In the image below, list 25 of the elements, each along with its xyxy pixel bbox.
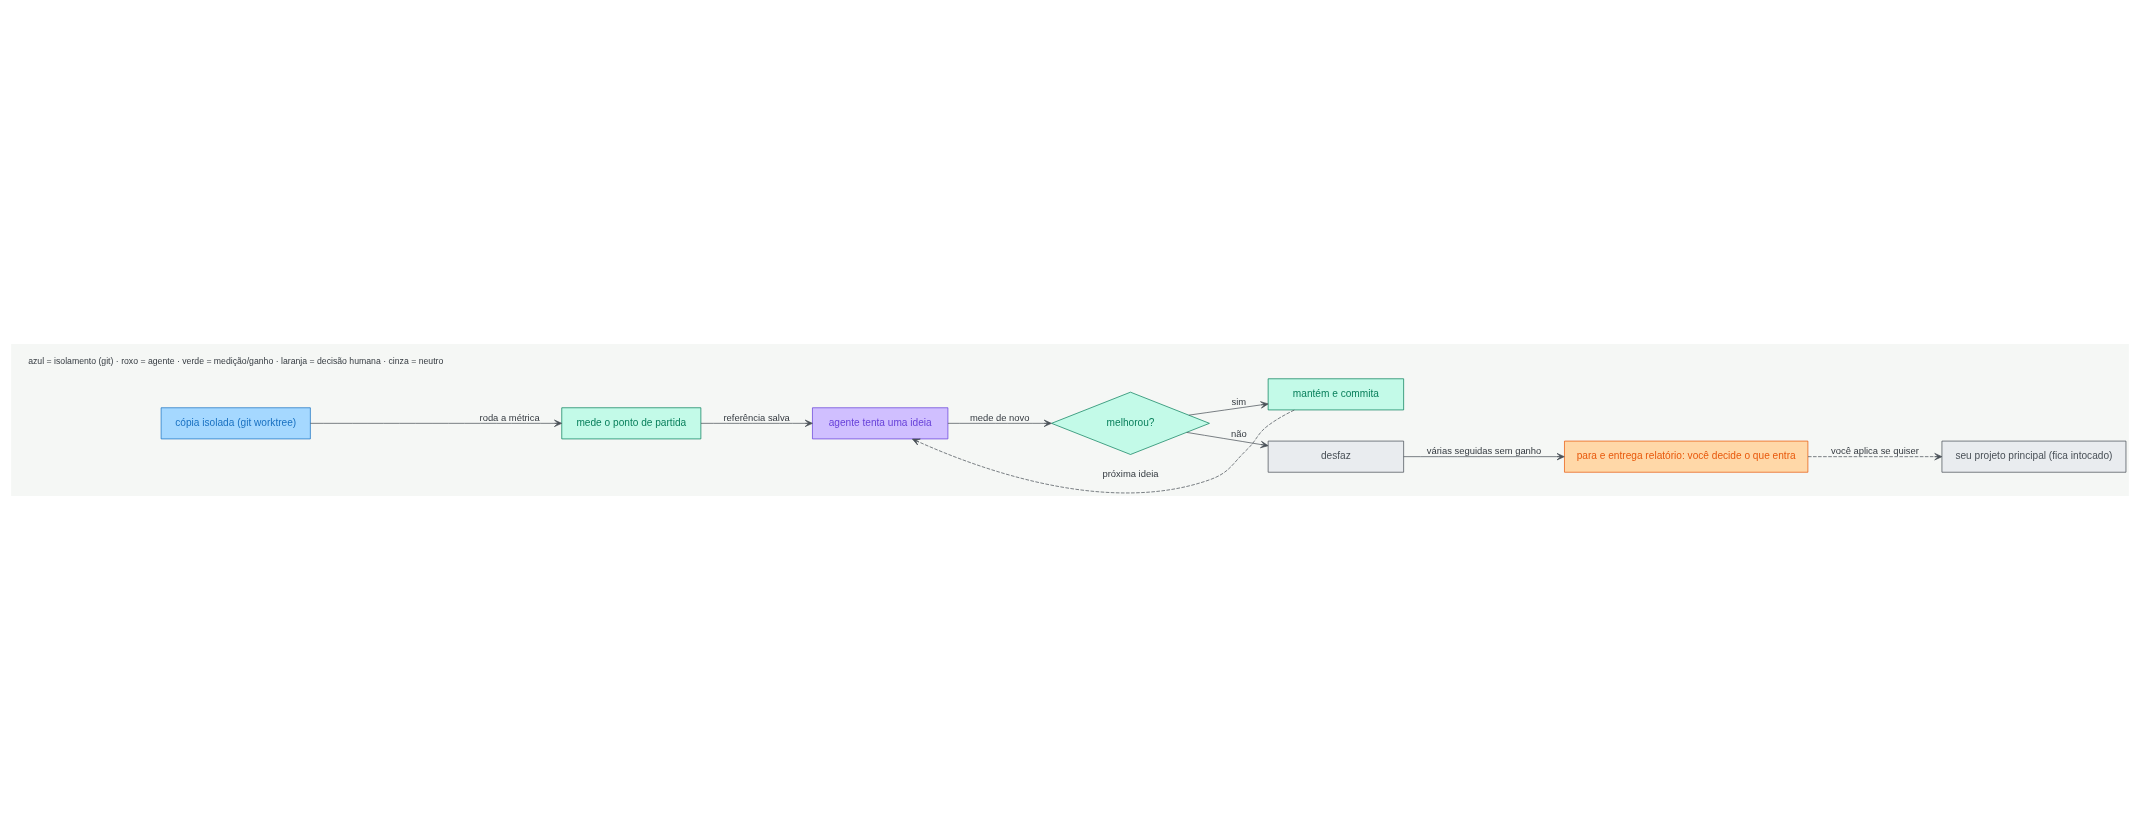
- arrow: [1403, 453, 1565, 461]
- node-box: mede o ponto de partida: [561, 407, 702, 440]
- arrow: [1807, 453, 1943, 461]
- node-diamond: melhorou?: [1051, 391, 1210, 455]
- edge-label: mede de novo: [969, 411, 1030, 423]
- edge-label: você aplica se quiser: [1831, 445, 1919, 457]
- node-box: desfaz: [1267, 440, 1404, 473]
- arrow: [1186, 432, 1269, 449]
- edge-label: várias seguidas sem ganho: [1426, 445, 1542, 457]
- arrow: [947, 419, 1052, 427]
- node-box: cópia isolada (git worktree): [160, 407, 311, 440]
- arrow: [700, 419, 813, 427]
- edge-label: referência salva: [723, 411, 790, 423]
- arrow: [310, 419, 562, 427]
- edge-label: não: [1230, 428, 1247, 440]
- edge-label: roda a métrica: [479, 411, 540, 423]
- node-box: mantém e commita: [1267, 378, 1404, 411]
- edge-label: próxima ideia: [1102, 468, 1159, 480]
- arrow: [1188, 401, 1269, 416]
- node-box: para e entrega relatório: você decide o que entra: [1564, 440, 1809, 473]
- node-box: seu projeto principal (fica intocado): [1941, 440, 2127, 473]
- arrow: [912, 409, 1295, 494]
- edge-label: sim: [1231, 395, 1247, 407]
- label: azul = isolamento (git) · roxo = agente · verde = medição/ganho · laranja = decisão humana · cinza = neutro: [28, 356, 444, 366]
- node-box: agente tenta uma ideia: [812, 407, 949, 440]
